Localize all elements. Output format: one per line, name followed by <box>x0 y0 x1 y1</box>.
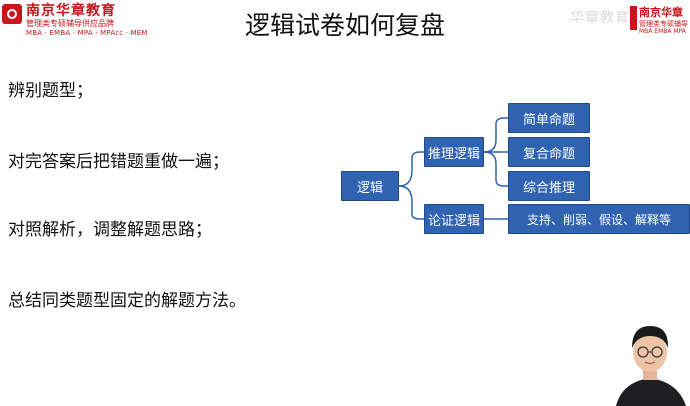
brand-name: 南京华章教育 <box>26 3 116 19</box>
slide-title: 逻辑试卷如何复盘 <box>244 11 445 40</box>
diagram-node-reasoning: 推理逻辑 <box>424 137 484 167</box>
brand-logo-icon <box>2 4 22 24</box>
step-adjust-approach: 对照解析，调整解题思路； <box>8 220 212 240</box>
step-summarize-methods: 总结同类题型固定的解题方法。 <box>8 291 246 311</box>
presenter-video <box>612 312 690 406</box>
step-redo-errors: 对完答案后把错题重做一遍； <box>8 152 229 172</box>
watermark-logo-name: 南京华章 <box>639 6 683 19</box>
connector-root-argument <box>398 185 424 220</box>
connector-reasoning-simple <box>483 117 508 153</box>
watermark-logo-icon <box>630 6 637 30</box>
connector-reasoning-comprehensive <box>483 151 508 187</box>
watermark-logo-tagline: 管理类专硕辅导 <box>639 20 688 28</box>
diagram-node-simple-proposition: 简单命题 <box>508 103 590 133</box>
brand-tagline: 管理类专硕辅导供应品牌 <box>26 19 114 28</box>
watermark-text: 华章教育 <box>570 10 630 26</box>
connector-root-reasoning <box>398 151 424 187</box>
diagram-node-root: 逻辑 <box>341 171 399 201</box>
watermark: 华章教育 南京华章 管理类专硕辅导 MBA EMBA MPA <box>570 0 690 40</box>
diagram-node-argument: 论证逻辑 <box>424 204 484 234</box>
watermark-logo-programs: MBA EMBA MPA <box>639 28 686 35</box>
diagram-node-comprehensive-reasoning: 综合推理 <box>508 171 590 201</box>
diagram-node-argument-types: 支持、削弱、假设、解释等 <box>508 204 690 234</box>
step-identify-type: 辨别题型； <box>8 81 93 101</box>
diagram-node-compound-proposition: 复合命题 <box>508 137 590 167</box>
brand-programs: MBA · EMBA · MPA · MPAcc · MEM <box>26 29 148 37</box>
watermark-logo: 南京华章 管理类专硕辅导 MBA EMBA MPA <box>630 4 690 38</box>
brand-logo: 南京华章教育 管理类专硕辅导供应品牌 MBA · EMBA · MPA · MP… <box>0 0 147 44</box>
